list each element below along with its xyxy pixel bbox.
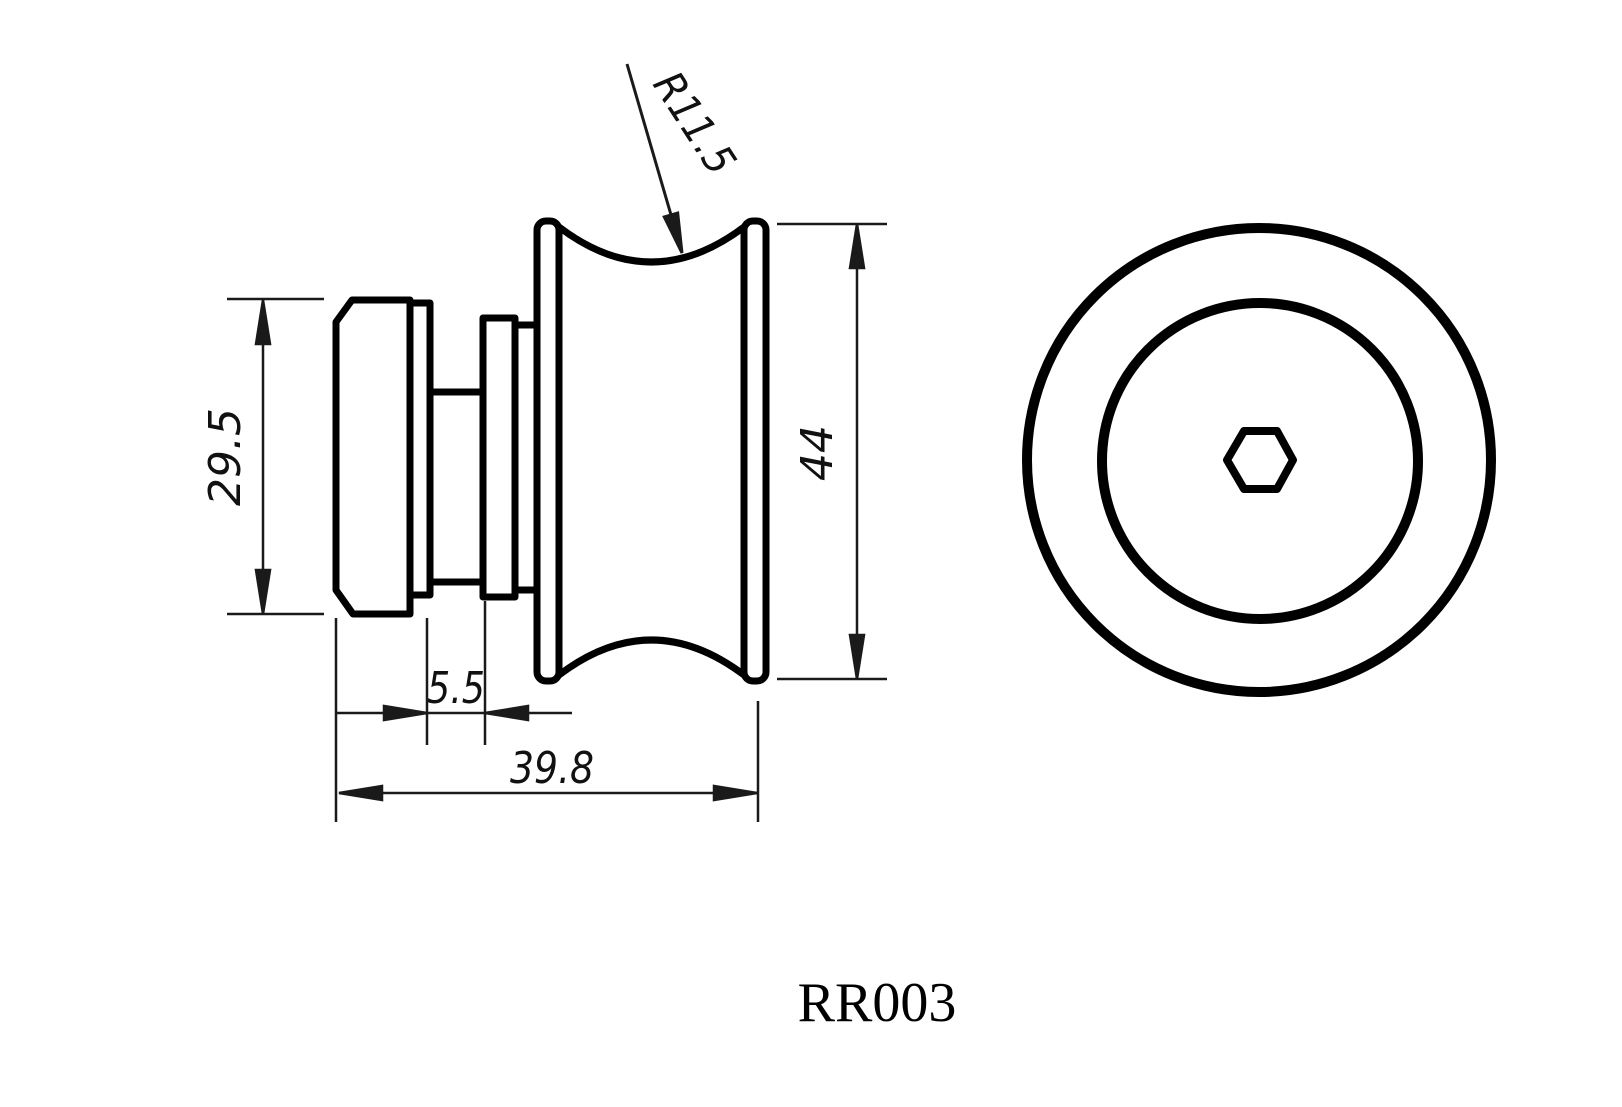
- hub-inner-circle: [1097, 298, 1423, 624]
- cap-profile: [332, 296, 414, 618]
- dimension-neck-length: 5.5: [336, 601, 572, 745]
- dim-label-cap-diameter: 29.5: [200, 408, 251, 506]
- arrow-right: [382, 704, 428, 722]
- wheel-rims: [533, 217, 770, 685]
- front-view: [1022, 223, 1496, 697]
- groove-top-curve: [555, 223, 748, 266]
- dim-label-neck-length: 5.5: [427, 663, 485, 714]
- dimension-total-length: 39.8: [334, 618, 760, 822]
- dim-label-groove-radius: R11.5: [644, 63, 746, 184]
- groove-bottom-curve: [555, 636, 748, 679]
- dimension-cap-diameter: 29.5: [200, 297, 324, 616]
- dim-label-total-length: 39.8: [510, 743, 594, 794]
- arrow-right: [712, 784, 758, 802]
- arrow-left: [338, 784, 384, 802]
- arrow-down: [254, 568, 272, 615]
- cap-plate: [406, 299, 434, 599]
- wheel-right-rim: [740, 217, 770, 685]
- wheel-left-rim: [533, 217, 563, 685]
- side-view: 29.5 44 5.5 39.8: [200, 63, 887, 822]
- dim-label-outer-diameter: 44: [792, 425, 843, 481]
- arrow-up: [848, 223, 866, 270]
- hex-socket: [1223, 427, 1297, 493]
- arrow-left: [484, 704, 530, 722]
- arrow-down: [848, 633, 866, 680]
- wheel-outer-circle: [1022, 223, 1496, 697]
- dimension-outer-diameter: 44: [777, 222, 887, 681]
- flange: [479, 314, 519, 601]
- arrow-up: [254, 299, 272, 346]
- groove-radius-leader: R11.5: [625, 63, 746, 254]
- leader-line: [625, 63, 678, 233]
- leader-arrow: [662, 211, 684, 254]
- part-number: RR003: [798, 972, 957, 1034]
